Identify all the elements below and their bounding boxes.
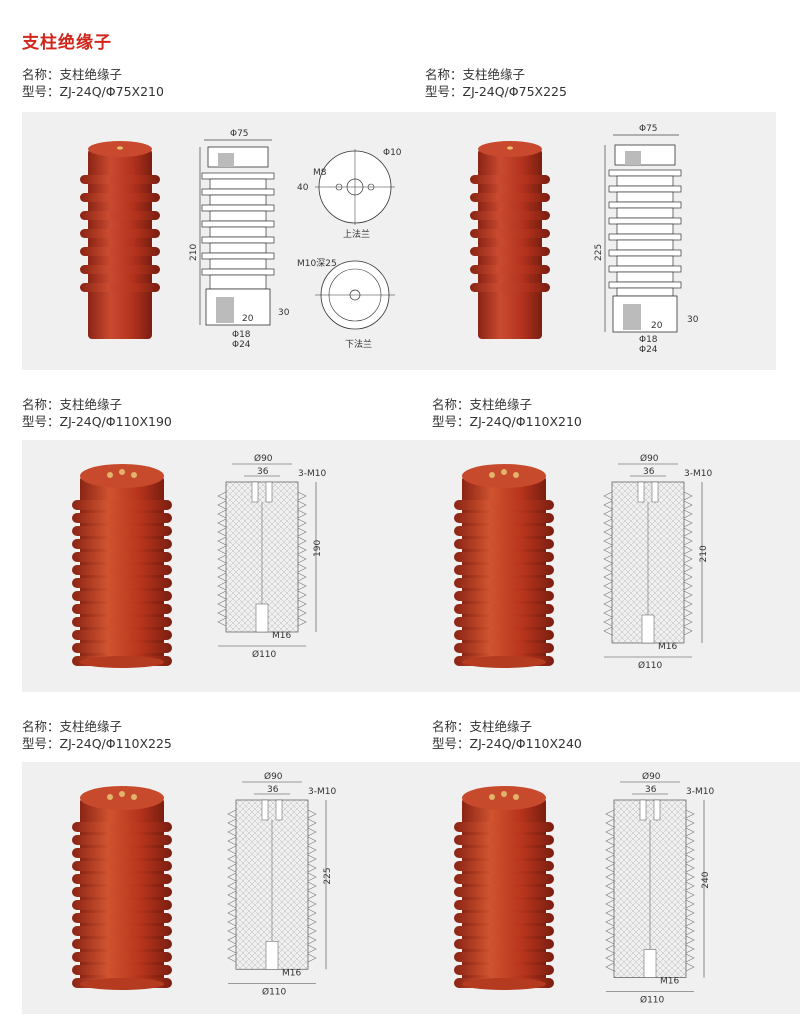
dim-top-diameter: Ø90: [640, 453, 659, 464]
product-model: 型号：ZJ-24Q/Φ75X225: [425, 84, 567, 99]
product-model: 型号：ZJ-24Q/Φ75X210: [22, 84, 164, 99]
product-name: 名称：支柱绝缘子: [432, 719, 533, 734]
drawing-2: Φ75 225 30 20 Φ18 Φ24: [594, 120, 715, 355]
product-model: 型号：ZJ-24Q/Φ110X210: [432, 414, 582, 429]
product-caption-2: 名称：支柱绝缘子 型号：ZJ-24Q/Φ75X225: [425, 66, 567, 100]
dim-bottom-thread: M16: [658, 642, 677, 652]
lower-note: M10深25: [297, 258, 337, 269]
dim-base-diameter: Ø110: [638, 660, 663, 671]
dim-top-diameter: Ø90: [254, 453, 273, 464]
flange-drawings: Φ10 40 M8 上法兰 M10深25 下法兰: [297, 148, 402, 350]
dim-d2: Φ24: [232, 340, 251, 350]
dim-thread: 3-M10: [686, 787, 714, 797]
dim-thread: 3-M10: [308, 787, 336, 797]
dim-base-diameter: Ø110: [640, 995, 665, 1006]
insulator-110-photo: [72, 786, 172, 990]
product-name: 名称：支柱绝缘子: [22, 397, 123, 412]
insulator-photo-6: [448, 780, 560, 990]
dim-bottom-thread: M16: [282, 968, 301, 978]
dim-height: 240: [701, 871, 711, 888]
dim-top-diameter: Φ75: [230, 129, 249, 139]
product-name: 名称：支柱绝缘子: [22, 719, 123, 734]
product-name: 名称：支柱绝缘子: [425, 67, 526, 82]
dim-d2: Φ24: [639, 345, 658, 355]
upper-pcd: 40: [297, 183, 309, 193]
dim-top-diameter: Φ75: [639, 124, 658, 134]
dim-inner: 36: [645, 785, 657, 795]
page-title: 支柱绝缘子: [22, 33, 112, 53]
product-model: 型号：ZJ-24Q/Φ110X225: [22, 736, 172, 751]
dim-d1: Φ18: [232, 330, 251, 340]
insulator-110-photo: [454, 786, 554, 990]
dim-d1: Φ18: [639, 335, 658, 345]
dim-height: 225: [594, 244, 604, 261]
insulator-photo-3: [66, 458, 178, 668]
product-caption-6: 名称：支柱绝缘子 型号：ZJ-24Q/Φ110X240: [432, 718, 582, 752]
dim-height: 190: [313, 540, 323, 557]
product-name: 名称：支柱绝缘子: [432, 397, 533, 412]
product-caption-4: 名称：支柱绝缘子 型号：ZJ-24Q/Φ110X210: [432, 396, 582, 430]
dim-height: 210: [189, 244, 199, 261]
drawing-1: Φ75 210 30 20 Φ18 Φ24: [189, 125, 305, 355]
section-drawing-75: Φ75 225 30 20 Φ18 Φ24: [594, 124, 699, 355]
dim-base-height: 30: [687, 315, 699, 325]
insulator-75-photo: [470, 141, 550, 339]
dim-bottom-thread: M16: [272, 631, 291, 641]
dim-base-diameter: Ø110: [262, 986, 287, 997]
dim-top-diameter: Ø90: [264, 771, 283, 782]
dim-boss: 20: [651, 321, 663, 331]
insulator-photo-5: [66, 780, 178, 990]
flange-views: Φ10 40 M8 上法兰 M10深25 下法兰: [297, 125, 415, 355]
dim-inner: 36: [643, 467, 655, 477]
upper-center: M8: [313, 168, 327, 178]
insulator-110-photo: [454, 464, 554, 668]
section-drawing-75: Φ75 210 30 20 Φ18 Φ24: [189, 129, 290, 350]
dim-top-diameter: Ø90: [642, 771, 661, 782]
dim-base-diameter: Ø110: [252, 649, 277, 660]
dim-thread: 3-M10: [684, 469, 712, 479]
insulator-photo-4: [448, 458, 560, 668]
product-caption-3: 名称：支柱绝缘子 型号：ZJ-24Q/Φ110X190: [22, 396, 172, 430]
insulator-photo-1: [70, 135, 170, 345]
upper-flange-label: 上法兰: [343, 228, 370, 240]
dim-height: 225: [323, 867, 333, 884]
dim-base-height: 30: [278, 308, 290, 318]
insulator-110-photo: [72, 464, 172, 668]
insulator-photo-2: [460, 135, 560, 345]
product-caption-1: 名称：支柱绝缘子 型号：ZJ-24Q/Φ75X210: [22, 66, 164, 100]
product-caption-5: 名称：支柱绝缘子 型号：ZJ-24Q/Φ110X225: [22, 718, 172, 752]
upper-hole: Φ10: [383, 148, 402, 158]
product-model: 型号：ZJ-24Q/Φ110X190: [22, 414, 172, 429]
dim-inner: 36: [257, 467, 269, 477]
product-model: 型号：ZJ-24Q/Φ110X240: [432, 736, 582, 751]
product-name: 名称：支柱绝缘子: [22, 67, 123, 82]
dim-inner: 36: [267, 785, 279, 795]
dim-bottom-thread: M16: [660, 977, 679, 987]
dim-thread: 3-M10: [298, 469, 326, 479]
lower-flange-label: 下法兰: [345, 338, 372, 350]
insulator-75-photo: [80, 141, 160, 339]
dim-height: 210: [699, 545, 709, 562]
dim-boss: 20: [242, 314, 254, 324]
